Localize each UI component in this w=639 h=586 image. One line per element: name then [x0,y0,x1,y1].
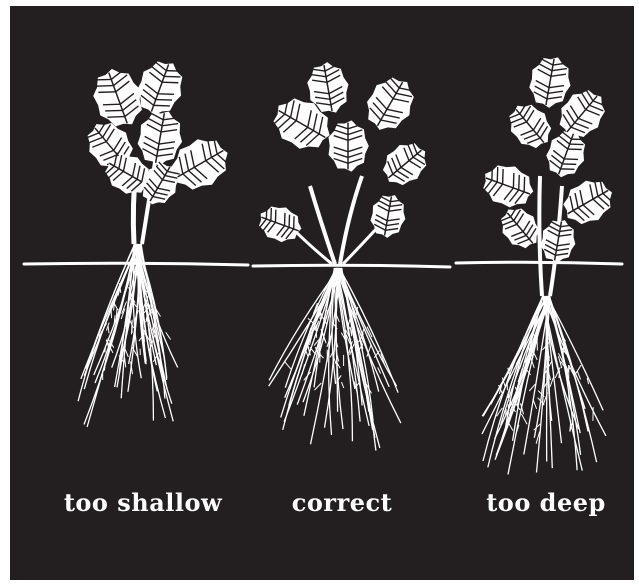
leaf [477,158,539,213]
plant-too-shallow [78,55,237,427]
label-correct: correct [242,488,442,517]
label-too-deep: too deep [446,488,639,517]
leaf [375,135,435,194]
leaf [254,200,306,247]
plant-correct [254,59,435,450]
leaf [538,217,579,266]
leaf [329,120,369,171]
soil-line-1 [253,265,450,267]
leaf [526,53,575,110]
leaf [358,70,423,140]
planting-depth-diagram: too shallow correct too deep [10,6,634,580]
label-too-shallow: too shallow [43,488,243,517]
